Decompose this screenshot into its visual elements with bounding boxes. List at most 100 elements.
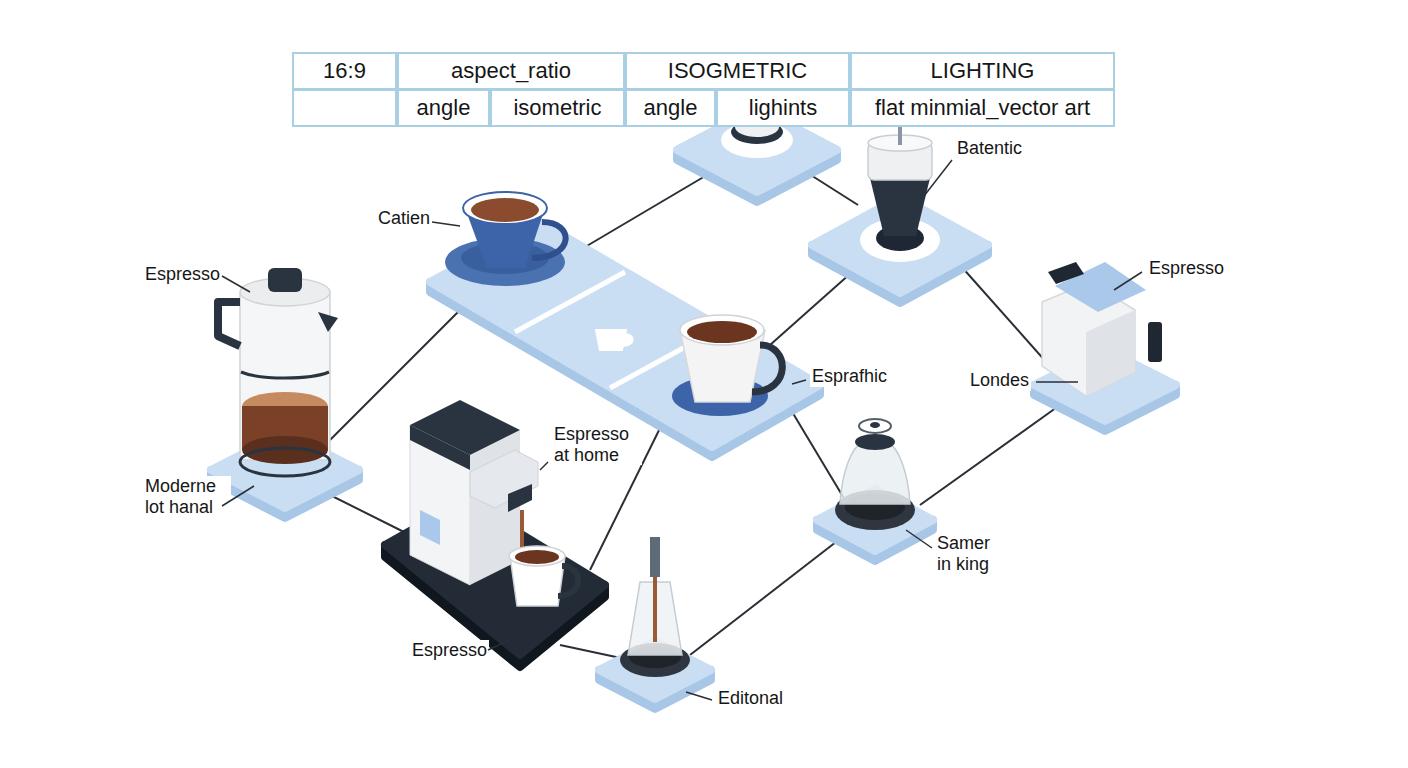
dome-editonal bbox=[629, 646, 681, 668]
tile-shape bbox=[813, 485, 937, 565]
table-cell: ISOGMETRIC bbox=[625, 52, 850, 90]
dome-editonal bbox=[650, 537, 660, 577]
dome-editonal bbox=[628, 582, 682, 655]
strip-separators bbox=[515, 272, 625, 332]
espresso-machine bbox=[540, 462, 548, 470]
table-text: angle bbox=[644, 95, 698, 121]
dome-samer bbox=[835, 490, 915, 530]
table-cell: lighints bbox=[716, 89, 850, 127]
table-text: angle bbox=[417, 95, 471, 121]
espresso-box bbox=[1086, 310, 1135, 396]
table-text: LIGHTING bbox=[931, 58, 1035, 84]
dome-samer bbox=[845, 494, 905, 520]
espresso-machine bbox=[470, 430, 520, 585]
table-text: 16:9 bbox=[323, 58, 366, 84]
moka-pot bbox=[240, 278, 330, 306]
cup-blue bbox=[461, 242, 549, 274]
top-tile bbox=[580, 172, 712, 250]
espresso-box bbox=[1042, 282, 1135, 396]
tile-shape bbox=[808, 193, 992, 307]
machine-base: Espresso at homeEspresso bbox=[383, 493, 607, 667]
cup-white bbox=[680, 330, 765, 402]
callout-label: Londes bbox=[968, 370, 1031, 391]
cup-blue bbox=[432, 222, 460, 226]
moka-tile: EspressoModerne lot hanal bbox=[207, 428, 363, 522]
grinder bbox=[876, 225, 924, 251]
tile-top bbox=[599, 641, 711, 699]
moka-pot bbox=[222, 486, 254, 506]
espresso-machine bbox=[509, 546, 565, 566]
dome-samer bbox=[840, 442, 910, 504]
table-text: flat minmial_vector art bbox=[875, 95, 1090, 121]
cup-blue bbox=[532, 222, 566, 258]
moka-pot bbox=[318, 312, 338, 332]
tile-top bbox=[1034, 349, 1176, 421]
tile-top bbox=[817, 489, 933, 551]
moka-pot bbox=[242, 392, 328, 420]
grinder bbox=[870, 178, 930, 236]
callout-label: Editonal bbox=[716, 688, 785, 709]
table-cell: isometric bbox=[490, 89, 625, 127]
dome-editonal bbox=[620, 537, 712, 700]
grinder bbox=[868, 142, 932, 180]
espresso-box bbox=[1036, 381, 1078, 383]
connector bbox=[920, 405, 1060, 505]
cup-blue bbox=[445, 238, 565, 286]
moka-pot bbox=[268, 268, 302, 292]
espresso-box bbox=[1055, 262, 1146, 312]
connector bbox=[330, 300, 470, 440]
grinder-tile: Batentic bbox=[808, 193, 992, 307]
cup-blue bbox=[432, 192, 566, 286]
moka-pot bbox=[242, 436, 328, 464]
moka-pot bbox=[218, 302, 240, 346]
grinder bbox=[860, 118, 952, 262]
cup-white bbox=[672, 315, 806, 416]
strip-separators bbox=[515, 272, 720, 388]
moka-pot bbox=[240, 448, 330, 476]
callout-label: Batentic bbox=[955, 138, 1024, 159]
connector bbox=[785, 400, 845, 500]
tile-shape bbox=[1030, 345, 1180, 435]
grinder bbox=[860, 218, 940, 262]
espresso-machine bbox=[410, 425, 470, 585]
top-tile bbox=[580, 108, 858, 250]
callout-label: Espresso bbox=[1147, 258, 1226, 279]
dome-editonal bbox=[686, 692, 712, 700]
dome-tile: Samer in king bbox=[813, 485, 937, 565]
connector bbox=[960, 265, 1055, 372]
cup-white bbox=[680, 315, 764, 345]
callout-label: Espresso at home bbox=[552, 424, 642, 465]
dome-editonal bbox=[620, 643, 690, 677]
cup-white bbox=[672, 376, 768, 416]
espresso-machine bbox=[410, 400, 520, 455]
table-text: lighints bbox=[749, 95, 817, 121]
cup-blue bbox=[465, 208, 545, 268]
table-cell: 16:9 bbox=[292, 52, 397, 90]
table-cell: angle bbox=[625, 89, 716, 127]
cup-blue bbox=[463, 192, 547, 224]
strip-separators bbox=[596, 330, 633, 350]
cup-white bbox=[792, 380, 806, 384]
espresso-box bbox=[1048, 262, 1084, 284]
moka-pot bbox=[242, 406, 328, 450]
callout-label: Espresso bbox=[143, 264, 222, 285]
grinder bbox=[924, 160, 952, 196]
espresso-machine bbox=[420, 510, 440, 545]
espresso-machine bbox=[520, 510, 524, 560]
strip-separators bbox=[610, 328, 720, 388]
table-cell: angle bbox=[397, 89, 490, 127]
espresso-machine bbox=[470, 450, 538, 508]
table-cell: LIGHTING bbox=[850, 52, 1115, 90]
callout-label: Moderne lot hanal bbox=[143, 476, 231, 517]
espresso-machine bbox=[488, 640, 510, 650]
espresso-machine bbox=[510, 556, 565, 606]
table-text: isometric bbox=[513, 95, 601, 121]
dome-editonal bbox=[653, 575, 657, 642]
cup-white bbox=[752, 345, 782, 392]
espresso-box bbox=[1036, 262, 1162, 396]
espresso-machine bbox=[515, 550, 559, 564]
connector bbox=[690, 535, 845, 655]
dome-samer bbox=[855, 434, 895, 450]
moka-pot bbox=[222, 276, 250, 292]
dome-samer bbox=[859, 419, 891, 433]
